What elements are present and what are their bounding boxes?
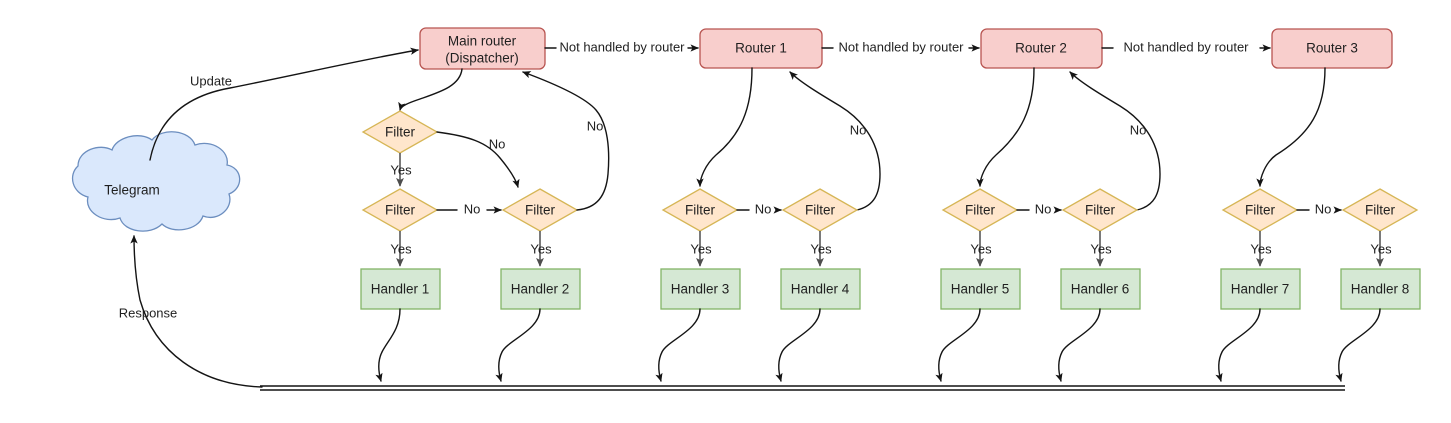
filter-7-no-label: No — [1315, 201, 1332, 216]
filter-4-no-label: No — [850, 122, 867, 137]
edge-router-2-to-filter-5 — [976, 67, 1035, 187]
filter-a-shape — [361, 110, 439, 154]
handler-7[interactable]: Handler 7 — [1220, 268, 1301, 310]
handler-2-box — [500, 268, 581, 310]
not-handled-3-label: Not handled by router — [1123, 39, 1249, 54]
filter-4-yes-label: Yes — [810, 241, 832, 256]
router-1-box — [699, 28, 823, 69]
response-arrow — [130, 235, 263, 388]
edge-filter-2-no-return — [522, 71, 610, 211]
handler-5[interactable]: Handler 5 — [940, 268, 1021, 310]
filter-1-no-label: No — [464, 201, 481, 216]
filter-6-shape — [1061, 188, 1139, 232]
edge-filter-6-no-return — [1069, 71, 1161, 211]
edge-main-to-filter-a — [398, 68, 463, 111]
edge-handler-1-to-bus — [375, 308, 401, 382]
filter-3-no-label: No — [755, 201, 772, 216]
cloud-icon — [71, 131, 241, 232]
router-2-box — [980, 28, 1103, 69]
handler-6-box — [1060, 268, 1141, 310]
filter-6-yes-label: Yes — [1090, 241, 1112, 256]
filter-1[interactable]: Filter — [361, 188, 439, 232]
edge-router-1-to-filter-3 — [696, 67, 753, 187]
handler-8[interactable]: Handler 8 — [1340, 268, 1421, 310]
filter-8-shape — [1341, 188, 1419, 232]
handler-7-box — [1220, 268, 1301, 310]
filter-3-shape — [661, 188, 739, 232]
filter-8-yes-label: Yes — [1370, 241, 1392, 256]
filter-7[interactable]: Filter — [1221, 188, 1299, 232]
filter-4[interactable]: Filter — [781, 188, 859, 232]
edge-handler-2-to-bus — [495, 308, 541, 382]
filter-5-yes-label: Yes — [970, 241, 992, 256]
filter-4-shape — [781, 188, 859, 232]
router-main[interactable]: Main router (Dispatcher) — [419, 27, 546, 70]
handler-3[interactable]: Handler 3 — [660, 268, 741, 310]
handler-6[interactable]: Handler 6 — [1060, 268, 1141, 310]
filter-8[interactable]: Filter — [1341, 188, 1419, 232]
filter-2-no-label: No — [587, 118, 604, 133]
filter-3[interactable]: Filter — [661, 188, 739, 232]
filter-5[interactable]: Filter — [941, 188, 1019, 232]
router-3-box — [1271, 28, 1393, 69]
telegram-source[interactable]: Telegram — [71, 131, 241, 232]
filter-2-yes-label: Yes — [530, 241, 552, 256]
handler-1[interactable]: Handler 1 — [360, 268, 441, 310]
edge-handler-4-to-bus — [775, 308, 821, 382]
edge-not-handled-3: Not handled by router — [1101, 39, 1271, 54]
handler-4-box — [780, 268, 861, 310]
filter-5-shape — [941, 188, 1019, 232]
edge-router-3-to-filter-7 — [1256, 67, 1326, 187]
handler-4[interactable]: Handler 4 — [780, 268, 861, 310]
filter-a-yes-label: Yes — [390, 162, 412, 177]
edge-handler-6-to-bus — [1055, 308, 1101, 382]
filter-5-no-label: No — [1035, 201, 1052, 216]
update-arrow — [149, 47, 419, 161]
edge-handler-7-to-bus — [1215, 308, 1261, 382]
filter-2-shape — [501, 188, 579, 232]
edge-response: Response — [119, 235, 263, 388]
update-label: Update — [190, 73, 232, 88]
router-main-box — [419, 27, 546, 70]
edge-handler-8-to-bus — [1335, 308, 1381, 382]
not-handled-1-label: Not handled by router — [559, 39, 685, 54]
not-handled-2-label: Not handled by router — [838, 39, 964, 54]
handler-2[interactable]: Handler 2 — [500, 268, 581, 310]
router-2[interactable]: Router 2 — [980, 28, 1103, 69]
handler-5-box — [940, 268, 1021, 310]
handler-3-box — [660, 268, 741, 310]
response-label: Response — [119, 305, 178, 320]
response-bus — [260, 385, 1345, 391]
router-3[interactable]: Router 3 — [1271, 28, 1393, 69]
filter-3-yes-label: Yes — [690, 241, 712, 256]
filter-1-yes-label: Yes — [390, 241, 412, 256]
filter-6-no-label: No — [1130, 122, 1147, 137]
edge-handler-3-to-bus — [655, 308, 701, 382]
filter-7-shape — [1221, 188, 1299, 232]
filter-2[interactable]: Filter — [501, 188, 579, 232]
filter-a[interactable]: Filter — [361, 110, 439, 154]
router-1[interactable]: Router 1 — [699, 28, 823, 69]
filter-7-yes-label: Yes — [1250, 241, 1272, 256]
edge-filter-4-no-return — [789, 71, 881, 211]
edge-not-handled-2: Not handled by router — [821, 39, 980, 54]
filter-1-shape — [361, 188, 439, 232]
handler-1-box — [360, 268, 441, 310]
handler-8-box — [1340, 268, 1421, 310]
filter-6[interactable]: Filter — [1061, 188, 1139, 232]
edge-filter-a-no — [436, 131, 520, 188]
edge-not-handled-1: Not handled by router — [544, 39, 699, 54]
edge-handler-5-to-bus — [935, 308, 981, 382]
